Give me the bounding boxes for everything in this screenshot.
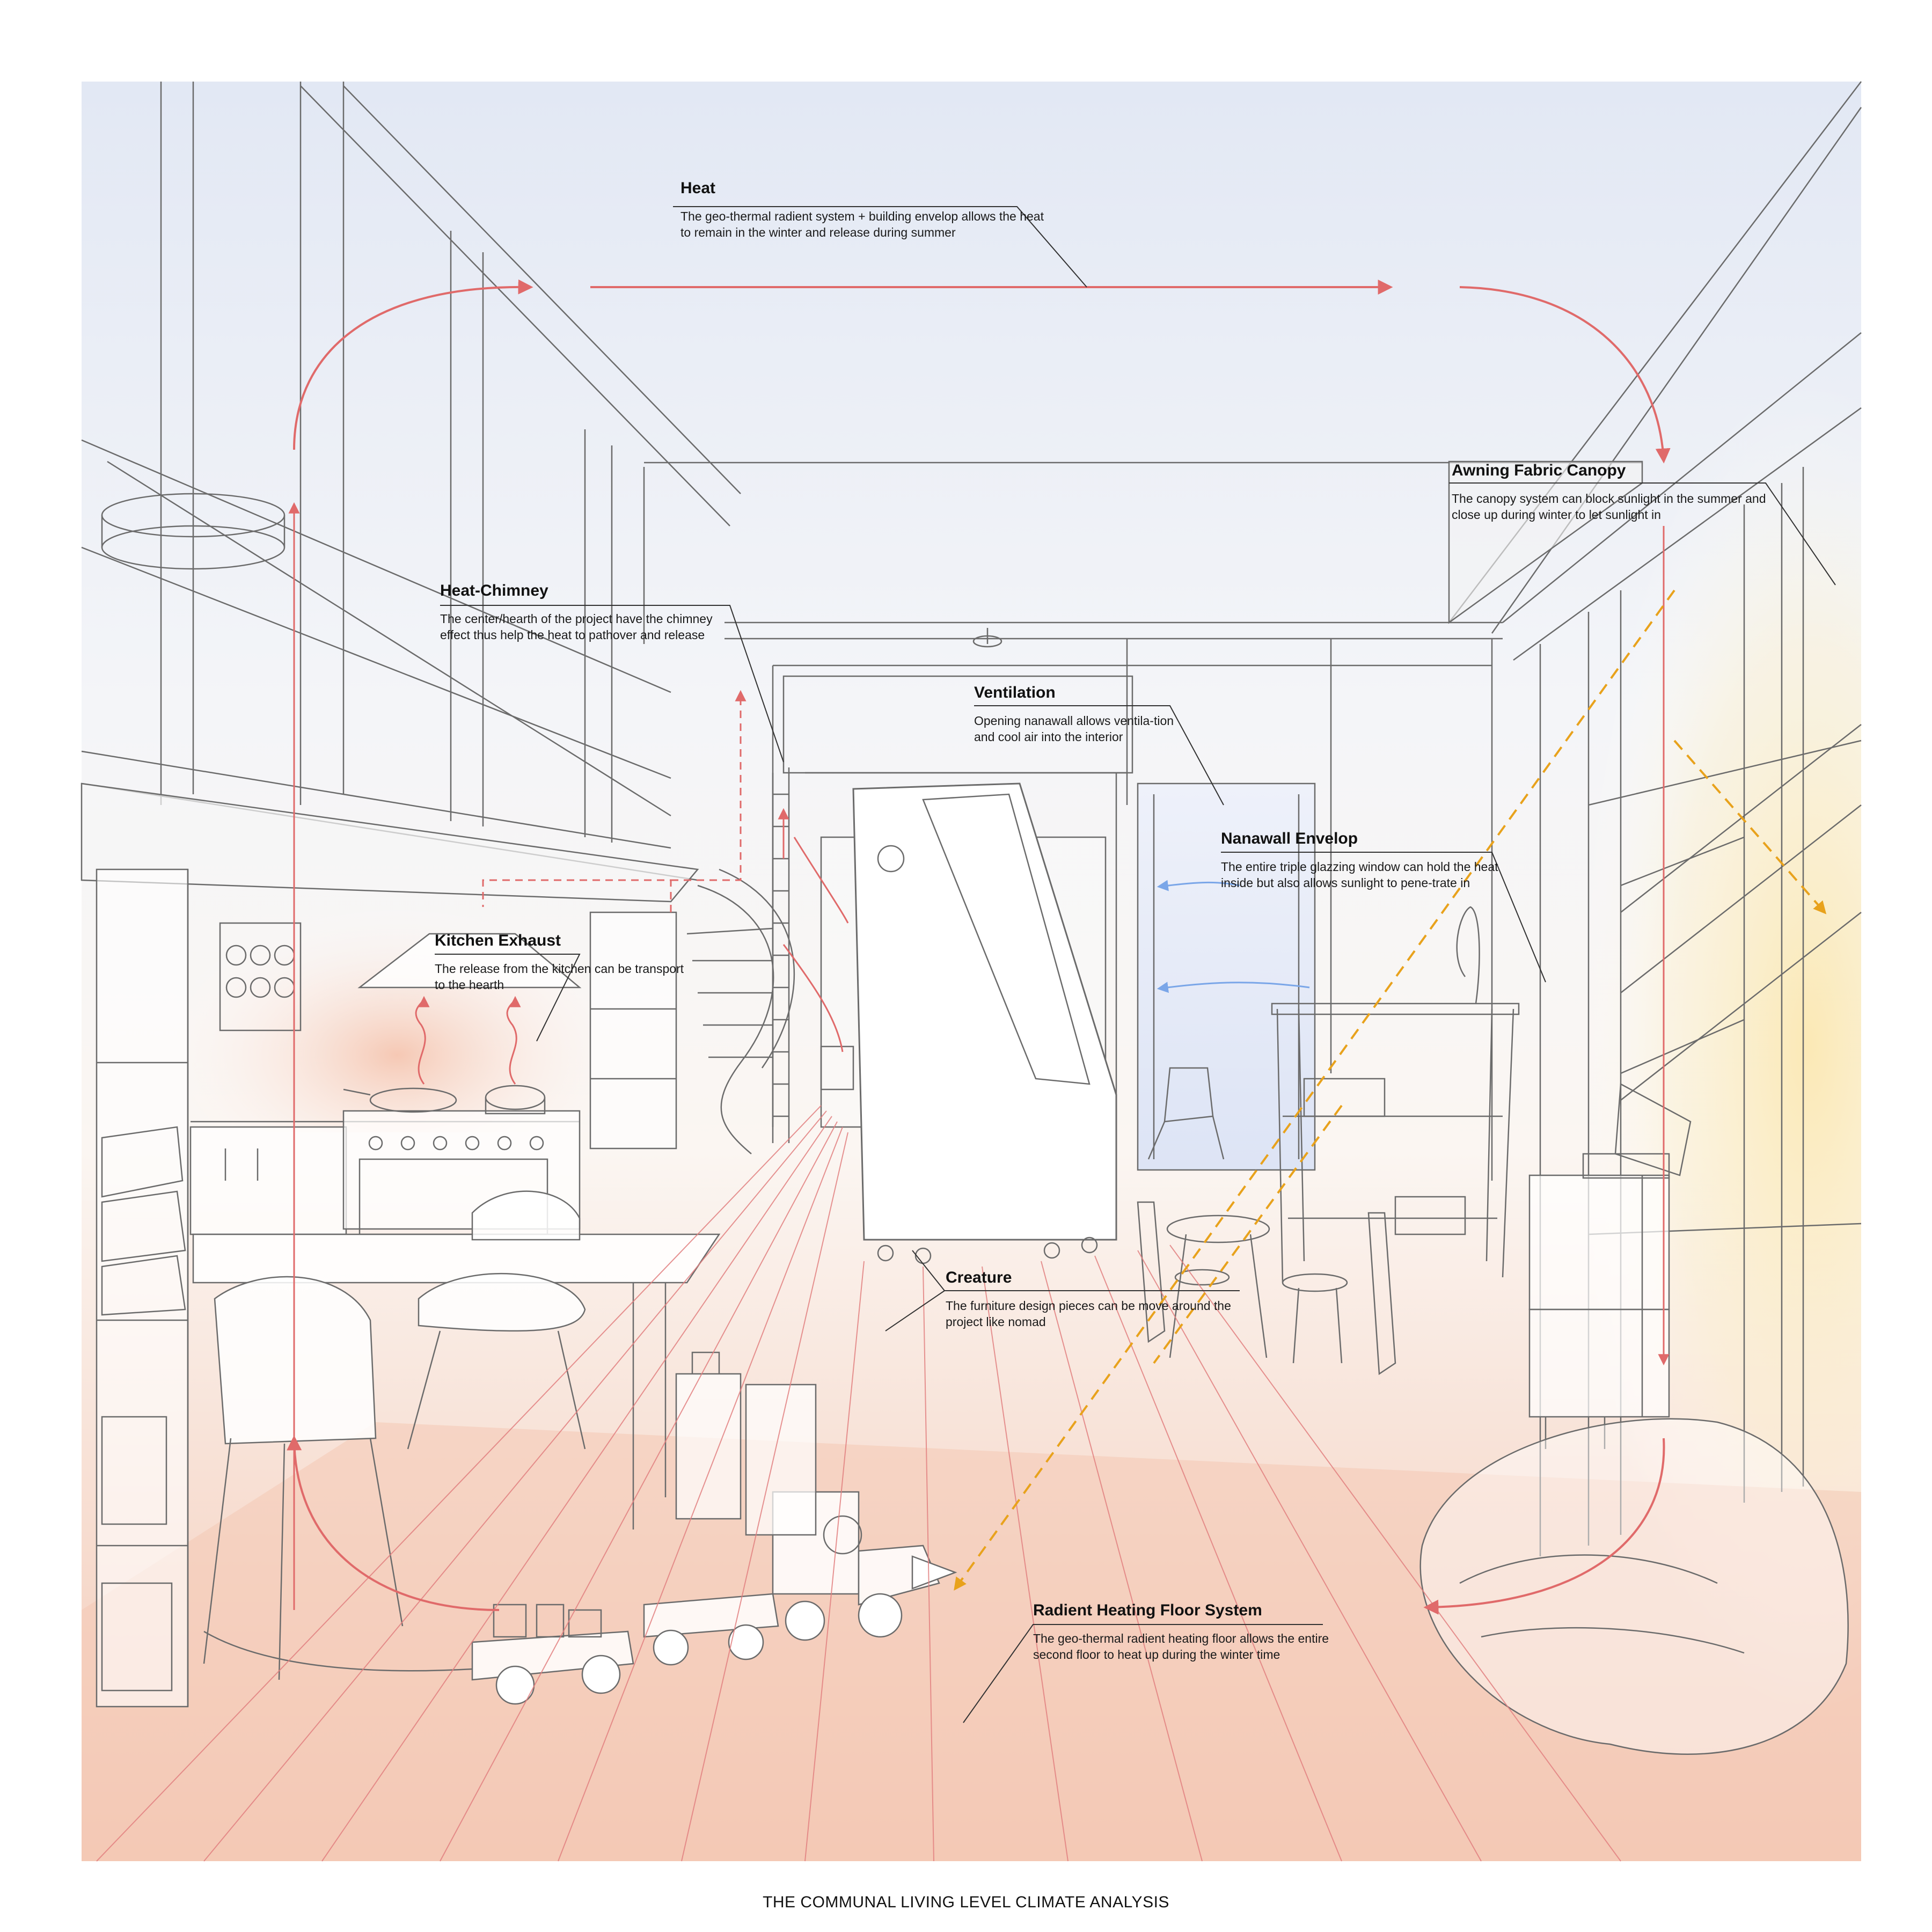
nanawall-leader <box>1221 852 1546 983</box>
hearth-curve-2 <box>782 944 844 1052</box>
ventilation-arrow-1 <box>1157 880 1240 891</box>
architecture-lines <box>80 81 1862 1755</box>
sunlight-main-ray <box>954 589 1675 1591</box>
heat-leader <box>673 206 1087 288</box>
ventilation-title: Ventilation <box>974 684 1056 701</box>
heat-description: The geo-thermal radient system + buildin… <box>680 209 1044 239</box>
nanawall-title: Nanawall Envelop <box>1221 830 1358 847</box>
chimney-title: Heat-Chimney <box>440 582 548 599</box>
ventilation-arrow-2 <box>1157 982 1310 993</box>
sunlight-ray-2 <box>1153 1104 1343 1364</box>
kitchen-title: Kitchen Exhaust <box>435 932 561 949</box>
kitchen-steam-1 <box>415 996 430 1085</box>
heat-arc-bottom-left <box>287 1435 500 1611</box>
creature-leader-2 <box>885 1290 945 1331</box>
figure-caption: THE COMMUNAL LIVING LEVEL CLIMATE ANALYS… <box>763 1893 1169 1911</box>
heat-title: Heat <box>680 179 716 197</box>
floor-description: The geo-thermal radient heating floor al… <box>1033 1631 1329 1662</box>
ventilation-leader <box>974 705 1224 806</box>
heat-arc-down-right <box>1459 286 1671 464</box>
awning-leader <box>1449 482 1836 586</box>
leader-lines <box>435 206 1836 1723</box>
sunlight-arrows <box>954 589 1827 1591</box>
floor-leader <box>963 1624 1323 1723</box>
awning-title: Awning Fabric Canopy <box>1452 462 1626 479</box>
heat-arc-bottom-right <box>1423 1438 1665 1615</box>
awning-description: The canopy system can block sunlight in … <box>1452 492 1766 522</box>
annotation-ventilation: Ventilation Opening nanawall allows vent… <box>974 684 1189 745</box>
heat-flow-arrows <box>287 279 1671 1615</box>
floor-title: Radient Heating Floor System <box>1033 1601 1262 1619</box>
nanawall-description: The entire triple glazzing window can ho… <box>1221 860 1498 890</box>
annotation-heat-chimney: Heat-Chimney The center/hearth of the pr… <box>440 582 730 643</box>
annotation-kitchen-exhaust: Kitchen Exhaust The release from the kit… <box>435 932 692 993</box>
annotation-radient-floor: Radient Heating Floor System The geo-the… <box>1033 1601 1334 1663</box>
kitchen-steam-2 <box>506 996 521 1085</box>
chimney-dashed-path <box>482 692 741 912</box>
ventilation-description: Opening nanawall allows ventila-tion and… <box>974 714 1174 744</box>
kitchen-description: The release from the kitchen can be tran… <box>435 962 684 992</box>
radiant-floor-lines <box>96 1105 1621 1862</box>
chimney-description: The center/hearth of the project have th… <box>440 612 713 642</box>
annotation-awning-canopy: Awning Fabric Canopy The canopy system c… <box>1452 462 1795 523</box>
hearth-curve-1 <box>793 837 849 924</box>
creature-description: The furniture design pieces can be move … <box>946 1299 1231 1329</box>
creature-title: Creature <box>946 1269 1012 1286</box>
heat-arc-up-left <box>293 279 533 450</box>
annotation-heat: Heat The geo-thermal radient system + bu… <box>680 179 1056 240</box>
chimney-leader <box>440 605 784 763</box>
floor-heat-plane <box>82 1422 1861 1861</box>
annotation-nanawall-envelop: Nanawall Envelop The entire triple glazz… <box>1221 830 1511 891</box>
ventilation-arrows <box>1157 880 1310 993</box>
annotation-creature: Creature The furniture design pieces can… <box>946 1269 1246 1330</box>
kitchen-leader <box>435 954 581 1042</box>
